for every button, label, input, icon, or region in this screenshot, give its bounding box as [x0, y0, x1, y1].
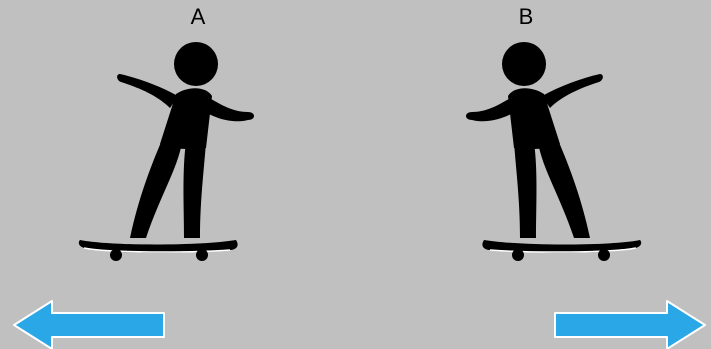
- skateboarder-b-icon: [466, 42, 641, 261]
- skateboarder-a-icon: [79, 42, 254, 261]
- arrow-right-icon: [555, 301, 705, 349]
- arrow-left-icon: [14, 301, 164, 349]
